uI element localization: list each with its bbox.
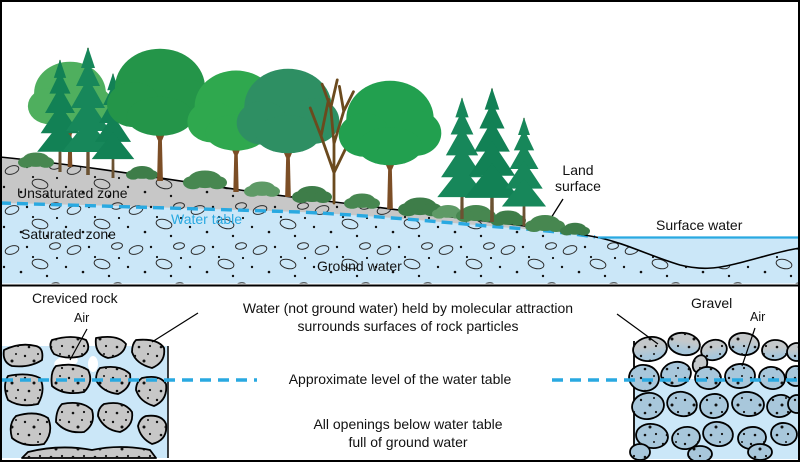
molecular-line1: Water (not ground water) held by molecul… — [242, 300, 574, 316]
molecular-attraction-text: Water (not ground water) held by molecul… — [180, 300, 636, 335]
water-table-level-label: Approximate level of the water table — [288, 371, 512, 387]
creviced-rock-inset — [2, 335, 169, 459]
land-surface-label: Land surface — [536, 162, 620, 194]
gravel-label: Gravel — [691, 295, 733, 311]
land-surface-leader-line — [550, 198, 564, 219]
openings-text: All openings below water table full of g… — [180, 415, 636, 451]
ground-water-label: Ground water — [317, 258, 402, 274]
surface-water-label: Surface water — [656, 217, 743, 233]
gravel-inset — [628, 331, 800, 462]
air-right-leader-line — [741, 327, 756, 367]
land-surface-line2: surface — [555, 178, 601, 195]
deciduous-tree-icon — [337, 79, 443, 211]
water-table-label: Water table — [171, 211, 243, 227]
bush-icon — [126, 166, 158, 180]
bush-icon — [244, 181, 280, 197]
gravel-text-leader-line — [616, 313, 659, 345]
bush-icon — [490, 210, 526, 226]
openings-line1: All openings below water table — [313, 416, 503, 432]
land-surface-line1: Land — [562, 162, 594, 178]
pine-tree-icon — [437, 97, 487, 219]
rock-text-leader-line — [151, 312, 199, 343]
bush-icon — [344, 193, 380, 209]
bush-icon — [183, 170, 227, 190]
surface-water-fill — [598, 237, 800, 269]
saturated-zone-label: Saturated zone — [21, 226, 116, 242]
air-left-label: Air — [74, 311, 90, 325]
air-pocket — [88, 356, 98, 372]
bush-icon — [525, 215, 565, 232]
bush-icon — [292, 186, 332, 203]
creviced-rock-label: Creviced rock — [32, 290, 118, 306]
molecular-line2: surrounds surfaces of rock particles — [297, 317, 519, 334]
bush-icon — [18, 152, 54, 168]
air-left-leader-line — [69, 328, 88, 361]
air-right-label: Air — [750, 310, 766, 324]
openings-line2: full of ground water — [348, 434, 468, 451]
unsaturated-zone-label: Unsaturated zone — [17, 185, 128, 201]
